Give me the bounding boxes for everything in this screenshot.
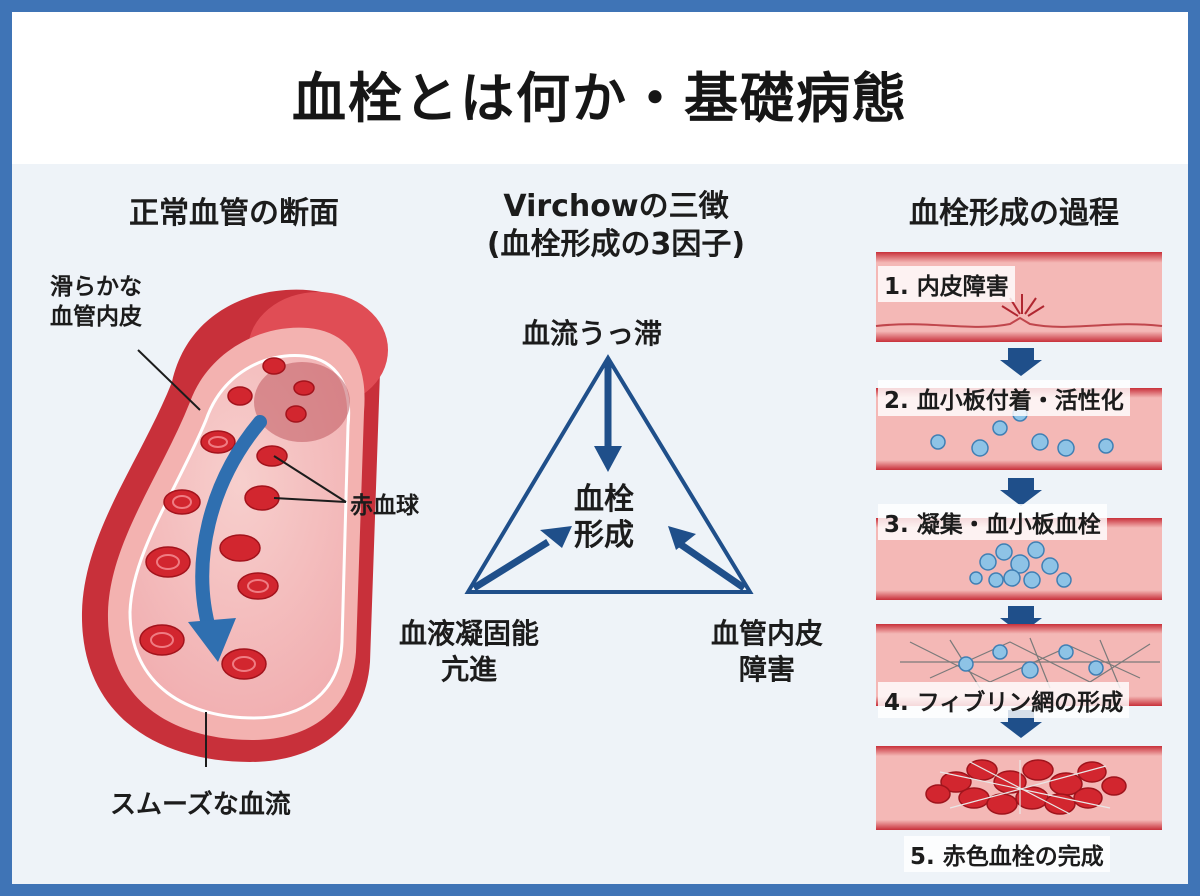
process-step-5: 5. 赤色血栓の完成 xyxy=(904,836,1110,872)
right-heading: 血栓形成の過程 xyxy=(909,196,1119,231)
process-step-4: 4. フィブリン網の形成 xyxy=(878,682,1130,718)
label-smooth-flow: スムーズな血流 xyxy=(110,790,291,820)
left-heading: 正常血管の断面 xyxy=(129,196,339,231)
platelet-aggregate xyxy=(969,541,1072,589)
red-blood-cells xyxy=(139,357,315,680)
process-arrow-2 xyxy=(1000,490,1042,506)
poster: 血栓とは何か・基礎病態 正常血管の断面 xyxy=(12,12,1188,884)
platelets-adhering xyxy=(930,406,1114,457)
process-step-3: 3. 凝集・血小板血栓 xyxy=(878,504,1107,540)
process-step-1: 1. 内皮障害 xyxy=(878,266,1015,302)
label-red-blood-cell: 赤血球 xyxy=(350,493,419,519)
virchow-stasis: 血流うっ滞 xyxy=(522,317,663,350)
process-arrow-1 xyxy=(1000,360,1042,376)
virchow-center-thrombosis: 血栓 形成 xyxy=(574,482,634,553)
vessel-cross-section-illustration xyxy=(81,289,388,767)
label-smooth-endothelium: 滑らかな 血管内皮 xyxy=(50,274,142,330)
flow-arrow xyxy=(195,415,267,639)
virchow-hypercoagulability: 血液凝固能 亢進 xyxy=(398,617,539,686)
title-band xyxy=(12,12,1188,164)
center-heading: Virchowの三徴 (血栓形成の3因子) xyxy=(486,189,746,262)
thrombus-process-illustration xyxy=(875,252,1163,830)
process-arrow-4 xyxy=(1000,722,1042,738)
page-title: 血栓とは何か・基礎病態 xyxy=(292,67,908,130)
virchow-endothelial-injury: 血管内皮 障害 xyxy=(710,617,823,686)
virchow-triangle-diagram xyxy=(464,354,754,594)
process-step-2: 2. 血小板付着・活性化 xyxy=(878,380,1130,416)
